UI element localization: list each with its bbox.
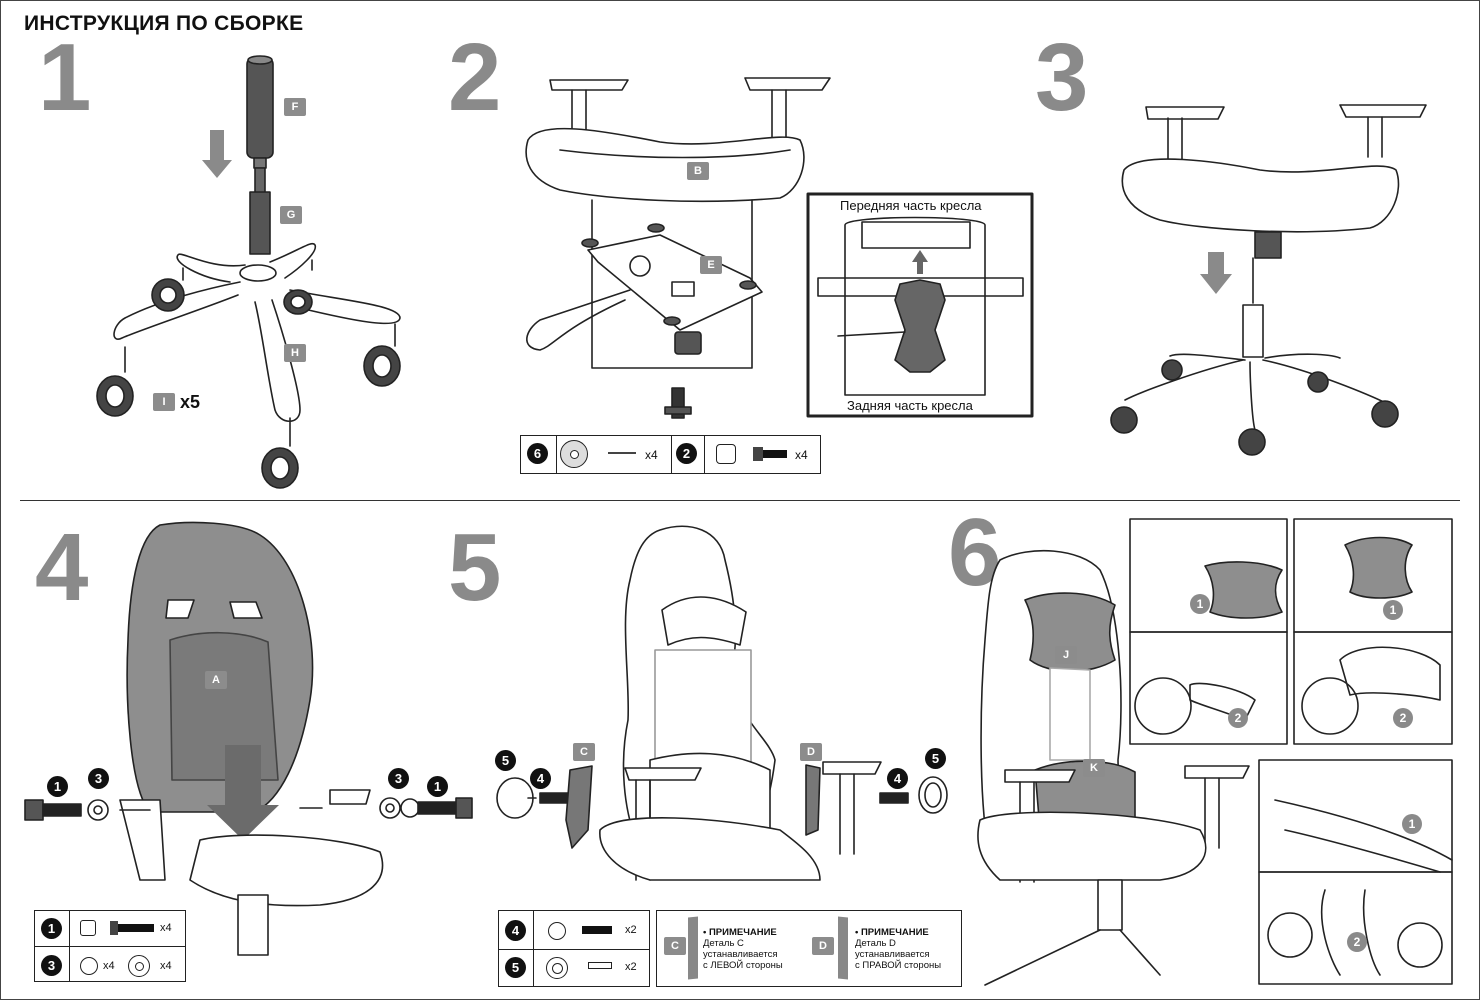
step5-notes-box — [656, 910, 962, 987]
bolt-thread-icon-step4 — [118, 924, 154, 932]
step-number-1: 1 — [38, 24, 91, 131]
callout-4-right: 4 — [887, 768, 908, 789]
step3-drawing — [1110, 104, 1427, 456]
bolt-thread-icon — [763, 450, 787, 458]
hw-qty-6: x4 — [645, 448, 658, 462]
step6-marker-2a: 2 — [1228, 708, 1248, 728]
note-c-title: ПРИМЕЧАНИЕ — [708, 927, 777, 938]
front-of-chair-label: Передняя часть кресла — [840, 198, 982, 213]
part-label-j: J — [1055, 646, 1077, 664]
lock-washer-icon — [80, 957, 98, 975]
hw-qty-5: x2 — [625, 961, 637, 973]
note-c-line3: с ЛЕВОЙ стороны — [703, 960, 783, 971]
cap-icon — [546, 957, 568, 979]
hw-number-4: 4 — [505, 920, 526, 941]
step6-marker-2c: 2 — [1347, 932, 1367, 952]
part-label-f: F — [284, 98, 306, 116]
washer-side-icon — [608, 452, 636, 454]
callout-1-right: 1 — [427, 776, 448, 797]
step2-drawing — [525, 77, 1034, 419]
caster-quantity: x5 — [180, 392, 201, 412]
screw-head-icon — [548, 922, 566, 940]
part-label-i: I — [153, 393, 175, 411]
bolt-head-icon — [753, 447, 763, 461]
step6-marker-1c: 1 — [1402, 814, 1422, 834]
hw-number-5: 5 — [505, 957, 526, 978]
callout-3-right: 3 — [388, 768, 409, 789]
note-c-line1: Деталь С — [703, 938, 744, 949]
note-part-c: C — [664, 937, 686, 955]
part-label-g: G — [280, 206, 302, 224]
callout-3-left: 3 — [88, 768, 109, 789]
step1-drawing — [96, 55, 401, 489]
hw-number-1: 1 — [41, 918, 62, 939]
part-label-c: C — [573, 743, 595, 761]
hw-qty-1: x4 — [160, 922, 172, 934]
hw-qty-2: x4 — [795, 448, 808, 462]
hw-number-3: 3 — [41, 955, 62, 976]
step-number-2: 2 — [448, 24, 501, 131]
note-part-d: D — [812, 937, 834, 955]
step4-drawing — [24, 521, 473, 956]
callout-5-left: 5 — [495, 750, 516, 771]
note-d-line2: устанавливается — [855, 949, 930, 960]
part-label-d: D — [800, 743, 822, 761]
part-c-icon — [688, 916, 698, 980]
step-number-4: 4 — [35, 514, 88, 621]
callout-1-left: 1 — [47, 776, 68, 797]
note-d-line1: Деталь D — [855, 938, 896, 949]
note-c-line2: устанавливается — [703, 949, 778, 960]
note-d: • ПРИМЕЧАНИЕ Деталь D устанавливается с … — [855, 927, 942, 971]
part-label-a: A — [205, 671, 227, 689]
hw-qty-3a: x4 — [103, 960, 115, 972]
flat-washer-icon — [128, 955, 150, 977]
nut-icon — [716, 444, 736, 464]
note-d-line3: с ПРАВОЙ стороны — [855, 960, 942, 971]
cap-side-icon — [588, 962, 612, 969]
hw-number-6: 6 — [527, 443, 548, 464]
part-label-b: B — [687, 162, 709, 180]
section-divider — [20, 500, 1460, 501]
hw-number-2: 2 — [676, 443, 697, 464]
back-of-chair-label: Задняя часть кресла — [847, 398, 973, 413]
hw-qty-4: x2 — [625, 924, 637, 936]
step-number-5: 5 — [448, 514, 501, 621]
step-number-3: 3 — [1035, 24, 1088, 131]
hw-qty-3b: x4 — [160, 960, 172, 972]
page-title: ИНСТРУКЦИЯ ПО СБОРКЕ — [24, 12, 304, 35]
part-label-h: H — [284, 344, 306, 362]
step6-marker-1a: 1 — [1190, 594, 1210, 614]
step6-marker-2b: 2 — [1393, 708, 1413, 728]
part-label-k: K — [1083, 759, 1105, 777]
washer-icon — [560, 440, 588, 468]
bolt-head-icon-step4 — [110, 921, 118, 935]
nut-icon-step4 — [80, 920, 96, 936]
step6-drawing — [977, 518, 1453, 986]
note-c: • ПРИМЕЧАНИЕ Деталь С устанавливается с … — [703, 927, 783, 971]
part-label-e: E — [700, 256, 722, 274]
step6-marker-1b: 1 — [1383, 600, 1403, 620]
callout-5-right: 5 — [925, 748, 946, 769]
step5-drawing — [496, 525, 948, 881]
note-d-title: ПРИМЕЧАНИЕ — [860, 927, 929, 938]
part-d-icon — [838, 916, 848, 980]
screw-thread-icon — [582, 926, 612, 934]
callout-4-left: 4 — [530, 768, 551, 789]
